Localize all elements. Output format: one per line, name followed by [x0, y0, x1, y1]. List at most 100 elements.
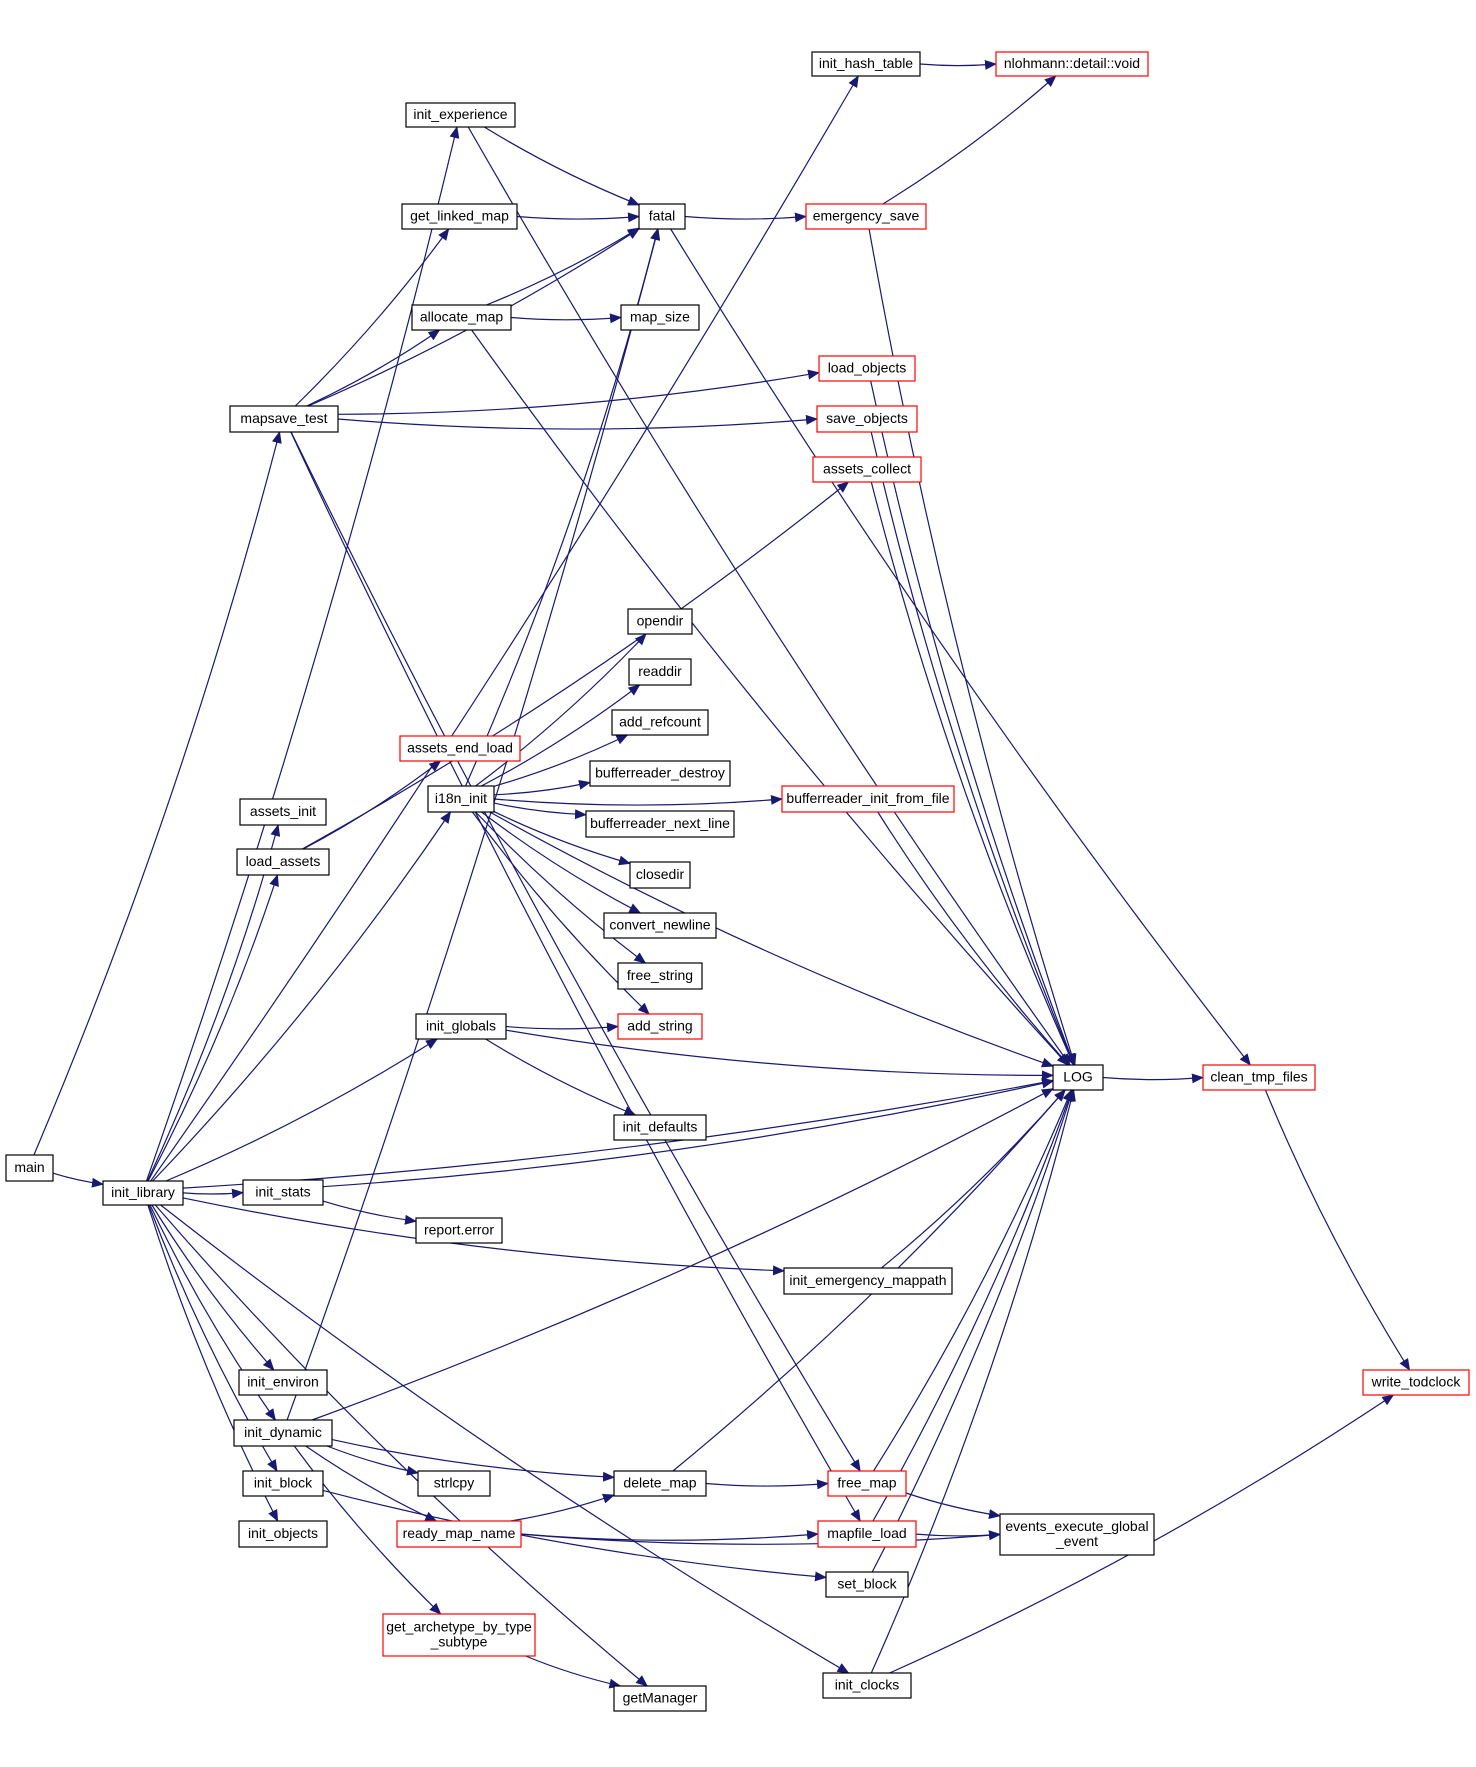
- node-add-refcount[interactable]: add_refcount: [611, 709, 709, 736]
- node-box[interactable]: [818, 355, 916, 382]
- node-box[interactable]: [805, 203, 927, 230]
- node-main[interactable]: main: [5, 1154, 54, 1182]
- node-convert-newline[interactable]: convert_newline: [603, 912, 717, 939]
- node-fatal[interactable]: fatal: [638, 203, 686, 230]
- node-LOG[interactable]: LOG: [1052, 1064, 1104, 1091]
- node-box[interactable]: [783, 1267, 953, 1295]
- node-get-linked-map[interactable]: get_linked_map: [401, 203, 518, 230]
- node-nlohmann[interactable]: nlohmann::detail::void: [995, 51, 1149, 77]
- node-set-block[interactable]: set_block: [825, 1571, 909, 1598]
- node-box[interactable]: [1362, 1369, 1470, 1396]
- node-events-execute-global-event[interactable]: events_execute_global_event: [999, 1513, 1155, 1556]
- node-box[interactable]: [617, 962, 703, 990]
- node-box[interactable]: [236, 848, 330, 876]
- node-box[interactable]: [382, 1613, 536, 1657]
- node-strlcpy[interactable]: strlcpy: [417, 1470, 491, 1497]
- node-init-defaults[interactable]: init_defaults: [613, 1114, 707, 1141]
- node-box[interactable]: [816, 405, 918, 433]
- node-clean-tmp-files[interactable]: clean_tmp_files: [1202, 1064, 1316, 1091]
- node-opendir[interactable]: opendir: [627, 608, 693, 635]
- node-box[interactable]: [233, 1419, 333, 1447]
- node-box[interactable]: [229, 405, 339, 433]
- node-box[interactable]: [611, 709, 709, 736]
- node-assets-init[interactable]: assets_init: [239, 798, 327, 826]
- node-add-string[interactable]: add_string: [617, 1013, 703, 1040]
- node-readdir[interactable]: readdir: [628, 658, 692, 686]
- node-box[interactable]: [427, 785, 495, 813]
- node-init-clocks[interactable]: init_clocks: [822, 1672, 912, 1699]
- node-init-objects[interactable]: init_objects: [238, 1520, 328, 1548]
- node-box[interactable]: [620, 304, 700, 331]
- node-init-library[interactable]: init_library: [102, 1180, 184, 1206]
- node-closedir[interactable]: closedir: [629, 861, 691, 889]
- node-box[interactable]: [638, 203, 686, 230]
- node-delete-map[interactable]: delete_map: [613, 1470, 707, 1497]
- node-save-objects[interactable]: save_objects: [816, 405, 918, 433]
- node-bufferreader-init-from-file[interactable]: bufferreader_init_from_file: [781, 785, 955, 813]
- node-box[interactable]: [825, 1571, 909, 1598]
- node-box[interactable]: [1052, 1064, 1104, 1091]
- node-emergency-save[interactable]: emergency_save: [805, 203, 927, 230]
- node-box[interactable]: [629, 861, 691, 889]
- node-load-objects[interactable]: load_objects: [818, 355, 916, 382]
- node-init-dynamic[interactable]: init_dynamic: [233, 1419, 333, 1447]
- node-box[interactable]: [242, 1470, 324, 1497]
- node-box[interactable]: [399, 735, 521, 762]
- node-init-environ[interactable]: init_environ: [238, 1369, 328, 1396]
- node-box[interactable]: [401, 203, 518, 230]
- node-i18n-init[interactable]: i18n_init: [427, 785, 495, 813]
- node-box[interactable]: [396, 1520, 522, 1548]
- node-box[interactable]: [617, 1013, 703, 1040]
- node-box[interactable]: [242, 1179, 324, 1206]
- node-box[interactable]: [613, 1685, 707, 1712]
- node-box[interactable]: [613, 1470, 707, 1497]
- node-box[interactable]: [603, 912, 717, 939]
- node-box[interactable]: [822, 1672, 912, 1699]
- node-box[interactable]: [812, 456, 922, 483]
- node-box[interactable]: [999, 1513, 1155, 1556]
- node-box[interactable]: [811, 51, 921, 77]
- node-box[interactable]: [995, 51, 1149, 77]
- node-mapfile-load[interactable]: mapfile_load: [817, 1520, 917, 1548]
- node-mapsave-test[interactable]: mapsave_test: [229, 405, 339, 433]
- node-box[interactable]: [585, 810, 735, 838]
- node-box[interactable]: [817, 1520, 917, 1548]
- node-box[interactable]: [411, 304, 512, 331]
- node-write-todclock[interactable]: write_todclock: [1362, 1369, 1470, 1396]
- node-ready-map-name[interactable]: ready_map_name: [396, 1520, 522, 1548]
- node-box[interactable]: [627, 608, 693, 635]
- node-init-stats[interactable]: init_stats: [242, 1179, 324, 1206]
- node-init-experience[interactable]: init_experience: [405, 102, 516, 128]
- node-free-string[interactable]: free_string: [617, 962, 703, 990]
- node-free-map[interactable]: free_map: [827, 1470, 907, 1497]
- node-box[interactable]: [417, 1470, 491, 1497]
- node-bufferreader-destroy[interactable]: bufferreader_destroy: [589, 760, 731, 787]
- node-box[interactable]: [415, 1013, 507, 1040]
- node-box[interactable]: [5, 1154, 54, 1182]
- node-allocate-map[interactable]: allocate_map: [411, 304, 512, 331]
- node-box[interactable]: [1202, 1064, 1316, 1091]
- node-init-block[interactable]: init_block: [242, 1470, 324, 1497]
- node-box[interactable]: [238, 1520, 328, 1548]
- node-box[interactable]: [628, 658, 692, 686]
- node-load-assets[interactable]: load_assets: [236, 848, 330, 876]
- node-get-archetype-by-type-subtype[interactable]: get_archetype_by_type_subtype: [382, 1613, 536, 1657]
- node-report-error[interactable]: report.error: [415, 1217, 503, 1244]
- node-box[interactable]: [589, 760, 731, 787]
- node-box[interactable]: [415, 1217, 503, 1244]
- node-getManager[interactable]: getManager: [613, 1685, 707, 1712]
- node-box[interactable]: [239, 798, 327, 826]
- node-box[interactable]: [827, 1470, 907, 1497]
- node-bufferreader-next-line[interactable]: bufferreader_next_line: [585, 810, 735, 838]
- node-box[interactable]: [238, 1369, 328, 1396]
- node-init-hash-table[interactable]: init_hash_table: [811, 51, 921, 77]
- node-assets-end-load[interactable]: assets_end_load: [399, 735, 521, 762]
- node-init-globals[interactable]: init_globals: [415, 1013, 507, 1040]
- node-assets-collect[interactable]: assets_collect: [812, 456, 922, 483]
- node-box[interactable]: [102, 1180, 184, 1206]
- node-map-size[interactable]: map_size: [620, 304, 700, 331]
- node-box[interactable]: [781, 785, 955, 813]
- node-box[interactable]: [613, 1114, 707, 1141]
- node-box[interactable]: [405, 102, 516, 128]
- node-init-emergency-mappath[interactable]: init_emergency_mappath: [783, 1267, 953, 1295]
